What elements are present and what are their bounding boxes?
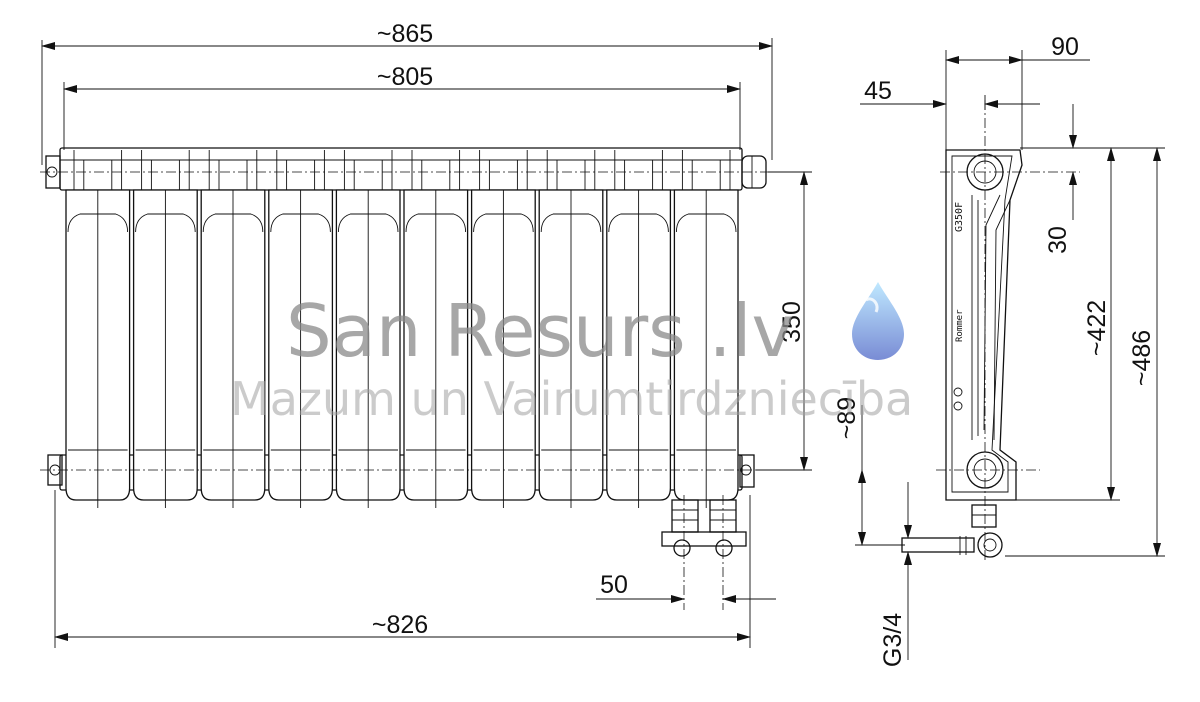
certification-mark-icon [953,401,963,411]
depth-label: 90 [1051,33,1079,61]
thread-label: G3/4 [879,613,907,667]
side-view: G350F Rommer [901,100,1080,560]
front-dimensions: ~865 ~805 ~826 50 350 [41,20,812,648]
radiator-section [268,150,334,508]
product-marking: G350F [954,202,965,232]
connection-width-label: ~826 [372,611,428,639]
radiator-section [606,150,672,508]
radiator-section [200,150,266,508]
radiator-section [403,150,469,508]
overall-width-label: ~865 [377,20,433,48]
total-height-label: ~486 [1128,330,1156,386]
watermark-title: San Resurs .lv [286,289,794,373]
radiator-section [132,150,198,508]
radiator-section [538,150,604,508]
valve-offset-label: 50 [600,571,628,599]
ce-mark-icon [953,387,963,397]
section-height-label: ~422 [1083,300,1111,356]
body-width-label: ~805 [377,63,433,91]
radiator-section [335,150,401,508]
watermark: San Resurs .lv Mazum un Vairumtirdzniecī… [230,282,913,426]
front-view [40,147,810,610]
radiator-sections [65,150,739,508]
bottom-offset-label: ~89 [833,397,861,439]
watermark-subtitle: Mazum un Vairumtirdzniecība [230,372,913,426]
radiator-section [65,150,131,508]
center-distance-label: 350 [778,301,806,343]
half-depth-label: 45 [864,77,892,105]
brand-marking: Rommer [955,309,965,342]
top-offset-label: 30 [1044,226,1072,254]
valve-fittings [661,495,747,610]
radiator-section [470,150,536,508]
water-drop-icon [852,282,904,360]
side-dimensions: 90 45 30 ~422 ~486 ~89 G3/4 [833,33,1165,667]
